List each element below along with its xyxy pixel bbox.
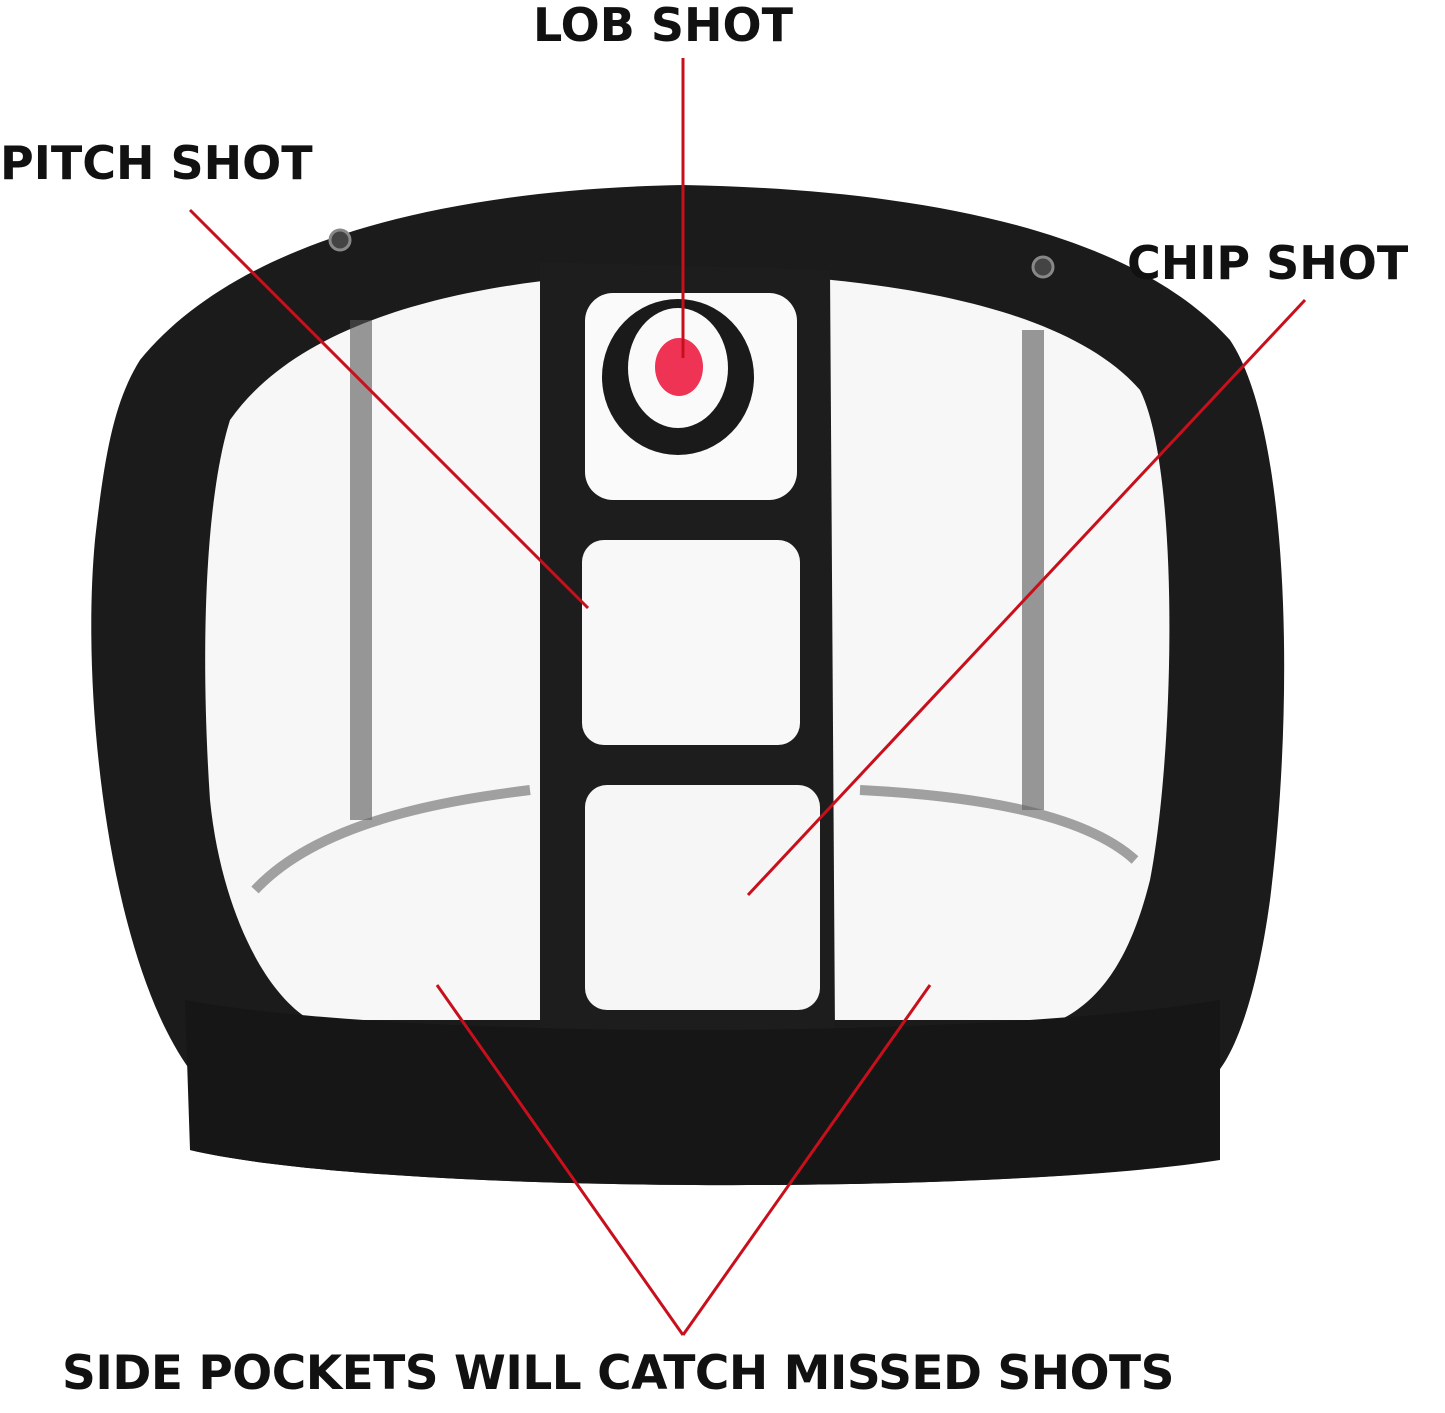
bottom-pocket — [585, 785, 820, 1010]
pitch-shot-label: PITCH SHOT — [0, 136, 313, 190]
lob-shot-label: LOB SHOT — [533, 0, 793, 52]
right-side-pole — [1022, 330, 1044, 810]
left-side-pole — [350, 320, 372, 820]
left-pocket-rim — [251, 785, 531, 894]
grommet-left — [328, 228, 352, 252]
left-pocket-pointer-line — [435, 984, 685, 1336]
chip-pointer-line — [746, 298, 1307, 897]
right-pocket-pointer-line — [681, 984, 932, 1336]
target-bullseye — [655, 338, 703, 396]
bottom-band — [185, 1000, 1220, 1186]
right-pocket-rim — [859, 785, 1139, 864]
side-pockets-label: SIDE POCKETS WILL CATCH MISSED SHOTS — [62, 1346, 1174, 1401]
chip-shot-label: CHIP SHOT — [1127, 236, 1409, 290]
pitch-pointer-line — [188, 208, 590, 610]
middle-pocket — [582, 540, 800, 745]
grommet-right — [1031, 255, 1055, 279]
